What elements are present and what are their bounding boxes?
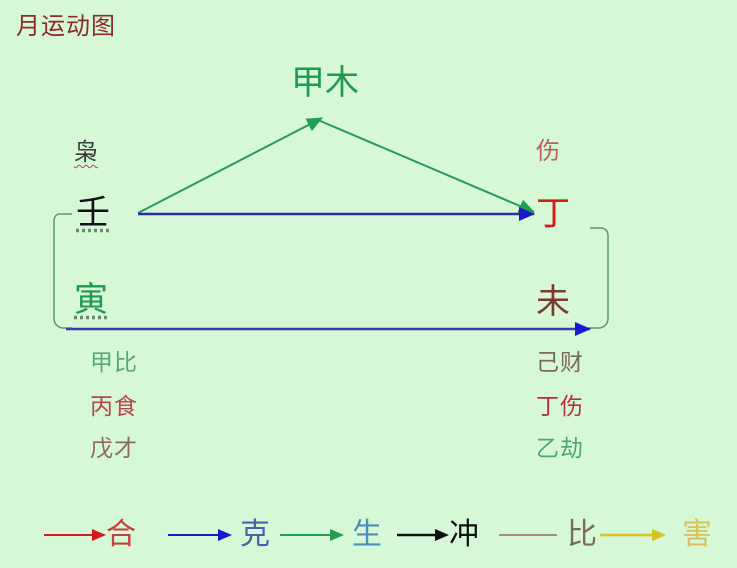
legend-item-he: 合 xyxy=(44,518,136,552)
left-hidden-1: 甲比 xyxy=(90,350,138,376)
right-god-label: 伤 xyxy=(536,137,560,165)
left-god-text: 枭 xyxy=(74,138,98,166)
legend-label-bi: 比 xyxy=(567,517,597,552)
blue-arrow-icon xyxy=(168,529,232,541)
legend-label-he: 合 xyxy=(106,517,136,552)
legend-label-hai: 害 xyxy=(682,517,712,552)
right-hidden-1: 己财 xyxy=(536,350,584,376)
left-hidden-2: 丙食 xyxy=(90,394,138,420)
arrow-ren-to-jiamu xyxy=(137,117,323,214)
red-arrow-icon xyxy=(44,529,106,541)
yellow-arrow-icon xyxy=(600,529,666,541)
legend-label-ke: 克 xyxy=(240,517,270,552)
chart-title: 月运动图 xyxy=(16,12,116,40)
left-branch: 寅 xyxy=(74,283,108,317)
green-arrow-icon xyxy=(280,529,344,541)
legend-item-bi: 比 xyxy=(499,518,597,552)
right-pillar-bracket xyxy=(588,227,609,329)
legend-item-ke: 克 xyxy=(168,518,270,552)
right-branch: 未 xyxy=(536,282,570,322)
right-hidden-3: 乙劫 xyxy=(536,436,584,462)
top-node-label: 甲木 xyxy=(291,63,359,103)
right-hidden-2: 丁伤 xyxy=(536,394,584,420)
arrow-jiamu-to-ding xyxy=(317,119,535,213)
legend-item-chong: 冲 xyxy=(397,518,479,552)
left-stem: 壬 xyxy=(76,196,110,230)
black-arrow-icon xyxy=(397,529,449,541)
legend-item-hai: 害 xyxy=(600,518,712,552)
left-god-label: 枭 xyxy=(74,140,98,164)
left-hidden-3: 戊才 xyxy=(90,436,138,462)
left-branch-text: 寅 xyxy=(74,280,108,320)
legend-label-chong: 冲 xyxy=(449,517,479,552)
top-node-jiamu: 甲木 xyxy=(291,66,359,100)
legend-label-sheng: 生 xyxy=(352,517,382,552)
left-stem-text: 壬 xyxy=(76,193,110,233)
brown-line-icon xyxy=(499,534,557,536)
right-stem: 丁 xyxy=(536,194,570,234)
legend-item-sheng: 生 xyxy=(280,518,382,552)
left-pillar-bracket xyxy=(53,213,72,329)
